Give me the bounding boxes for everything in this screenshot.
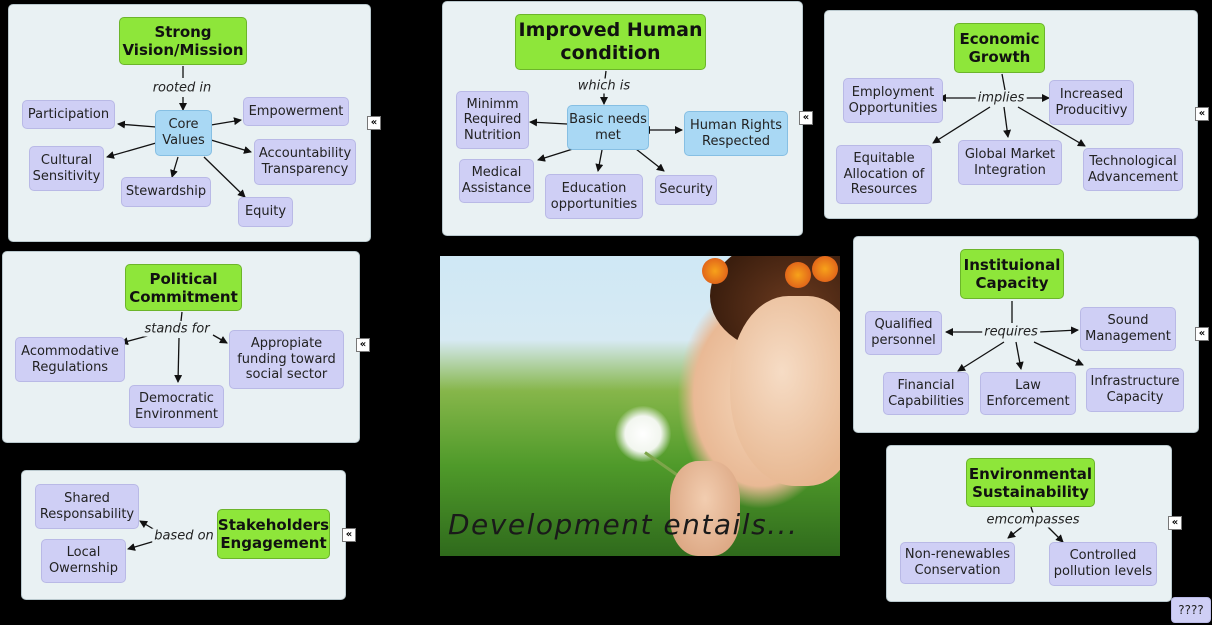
expand-icon[interactable]: «: [342, 528, 356, 542]
education-node[interactable]: Education opportunities: [545, 174, 643, 219]
economic-growth-title[interactable]: Economic Growth: [954, 23, 1045, 73]
equity-node[interactable]: Equity: [238, 197, 293, 227]
nutrition-node[interactable]: Minimm Required Nutrition: [456, 91, 529, 149]
technological-node[interactable]: Technological Advancement: [1083, 148, 1183, 191]
improved-human-title[interactable]: Improved Human condition: [515, 14, 706, 70]
medical-assistance-node[interactable]: Medical Assistance: [459, 159, 534, 203]
non-renewables-node[interactable]: Non-renewables Conservation: [900, 542, 1015, 584]
expand-icon[interactable]: «: [367, 116, 381, 130]
unnamed-concept-node[interactable]: ????: [1171, 597, 1211, 623]
rooted-in-link: rooted in: [150, 80, 214, 96]
political-commitment-title[interactable]: Political Commitment: [125, 264, 242, 311]
core-values-node[interactable]: Core Values: [155, 110, 212, 156]
expand-icon[interactable]: «: [356, 338, 370, 352]
photo-caption: Development entails...: [448, 508, 799, 541]
participation-node[interactable]: Participation: [22, 100, 115, 129]
strong-vision-title[interactable]: Strong Vision/Mission: [119, 17, 247, 65]
productivity-node[interactable]: Increased Producitivy: [1049, 80, 1134, 125]
flower-icon: [702, 258, 728, 284]
child-dandelion-photo: Development entails...: [440, 256, 840, 556]
expand-icon[interactable]: «: [1195, 107, 1209, 121]
democratic-node[interactable]: Democratic Environment: [129, 385, 224, 428]
which-is-link: which is: [575, 78, 633, 94]
infrastructure-node[interactable]: Infrastructure Capacity: [1086, 368, 1184, 412]
child-face-shape: [730, 296, 840, 486]
global-market-node[interactable]: Global Market Integration: [958, 140, 1062, 185]
based-on-link: based on: [152, 528, 216, 544]
human-rights-node[interactable]: Human Rights Respected: [684, 111, 788, 156]
pollution-node[interactable]: Controlled pollution levels: [1049, 542, 1157, 586]
equitable-allocation-node[interactable]: Equitable Allocation of Resources: [836, 145, 932, 204]
local-ownership-node[interactable]: Local Owernship: [41, 539, 126, 583]
basic-needs-node[interactable]: Basic needs met: [567, 105, 649, 150]
stakeholders-title[interactable]: Stakeholders Engagement: [217, 509, 330, 559]
funding-node[interactable]: Appropiate funding toward social sector: [229, 330, 344, 389]
financial-capabilities-node[interactable]: Financial Capabilities: [883, 372, 969, 415]
encompasses-link: emcompasses: [984, 512, 1082, 528]
shared-responsibility-node[interactable]: Shared Responsability: [35, 484, 139, 529]
dandelion-icon: [615, 406, 671, 462]
accountability-node[interactable]: Accountability Transparency: [254, 139, 356, 185]
stewardship-node[interactable]: Stewardship: [121, 177, 211, 207]
qualified-personnel-node[interactable]: Qualified personnel: [865, 311, 942, 355]
expand-icon[interactable]: «: [799, 111, 813, 125]
requires-link: requires: [982, 324, 1040, 340]
law-enforcement-node[interactable]: Law Enforcement: [980, 372, 1076, 415]
flower-icon: [785, 262, 811, 288]
employment-node[interactable]: Employment Opportunities: [843, 78, 943, 123]
implies-link: implies: [975, 90, 1027, 106]
cultural-sensitivity-node[interactable]: Cultural Sensitivity: [29, 146, 104, 191]
hand-shape: [670, 461, 740, 556]
expand-icon[interactable]: «: [1168, 516, 1182, 530]
expand-icon[interactable]: «: [1195, 327, 1209, 341]
environmental-title[interactable]: Environmental Sustainability: [966, 458, 1095, 507]
accommodative-node[interactable]: Acommodative Regulations: [15, 337, 125, 382]
sound-management-node[interactable]: Sound Management: [1080, 307, 1176, 351]
stands-for-link: stands for: [142, 321, 212, 337]
institutional-capacity-title[interactable]: Instituional Capacity: [960, 249, 1064, 299]
security-node[interactable]: Security: [655, 175, 717, 205]
flower-icon: [812, 256, 838, 282]
empowerment-node[interactable]: Empowerment: [243, 97, 349, 126]
